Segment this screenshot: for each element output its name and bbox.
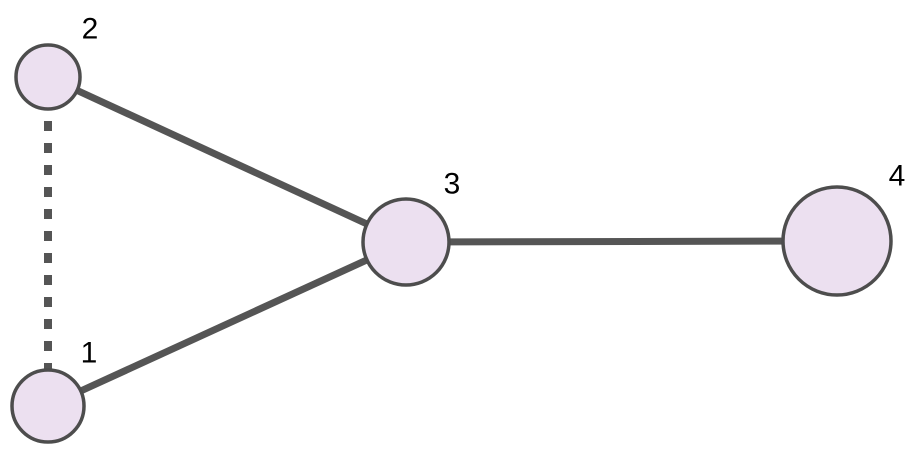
node-label-4: 4 bbox=[889, 160, 906, 193]
node-2[interactable] bbox=[14, 43, 82, 111]
node-label-2: 2 bbox=[82, 13, 99, 46]
edge-3-4 bbox=[405, 237, 838, 246]
node-label-1: 1 bbox=[81, 337, 98, 370]
node-4[interactable] bbox=[781, 185, 893, 297]
node-1[interactable] bbox=[10, 368, 86, 444]
edge-2-3 bbox=[46, 73, 408, 246]
node-3[interactable] bbox=[361, 197, 451, 287]
edge-1-3 bbox=[46, 238, 408, 410]
node-label-3: 3 bbox=[444, 168, 461, 201]
